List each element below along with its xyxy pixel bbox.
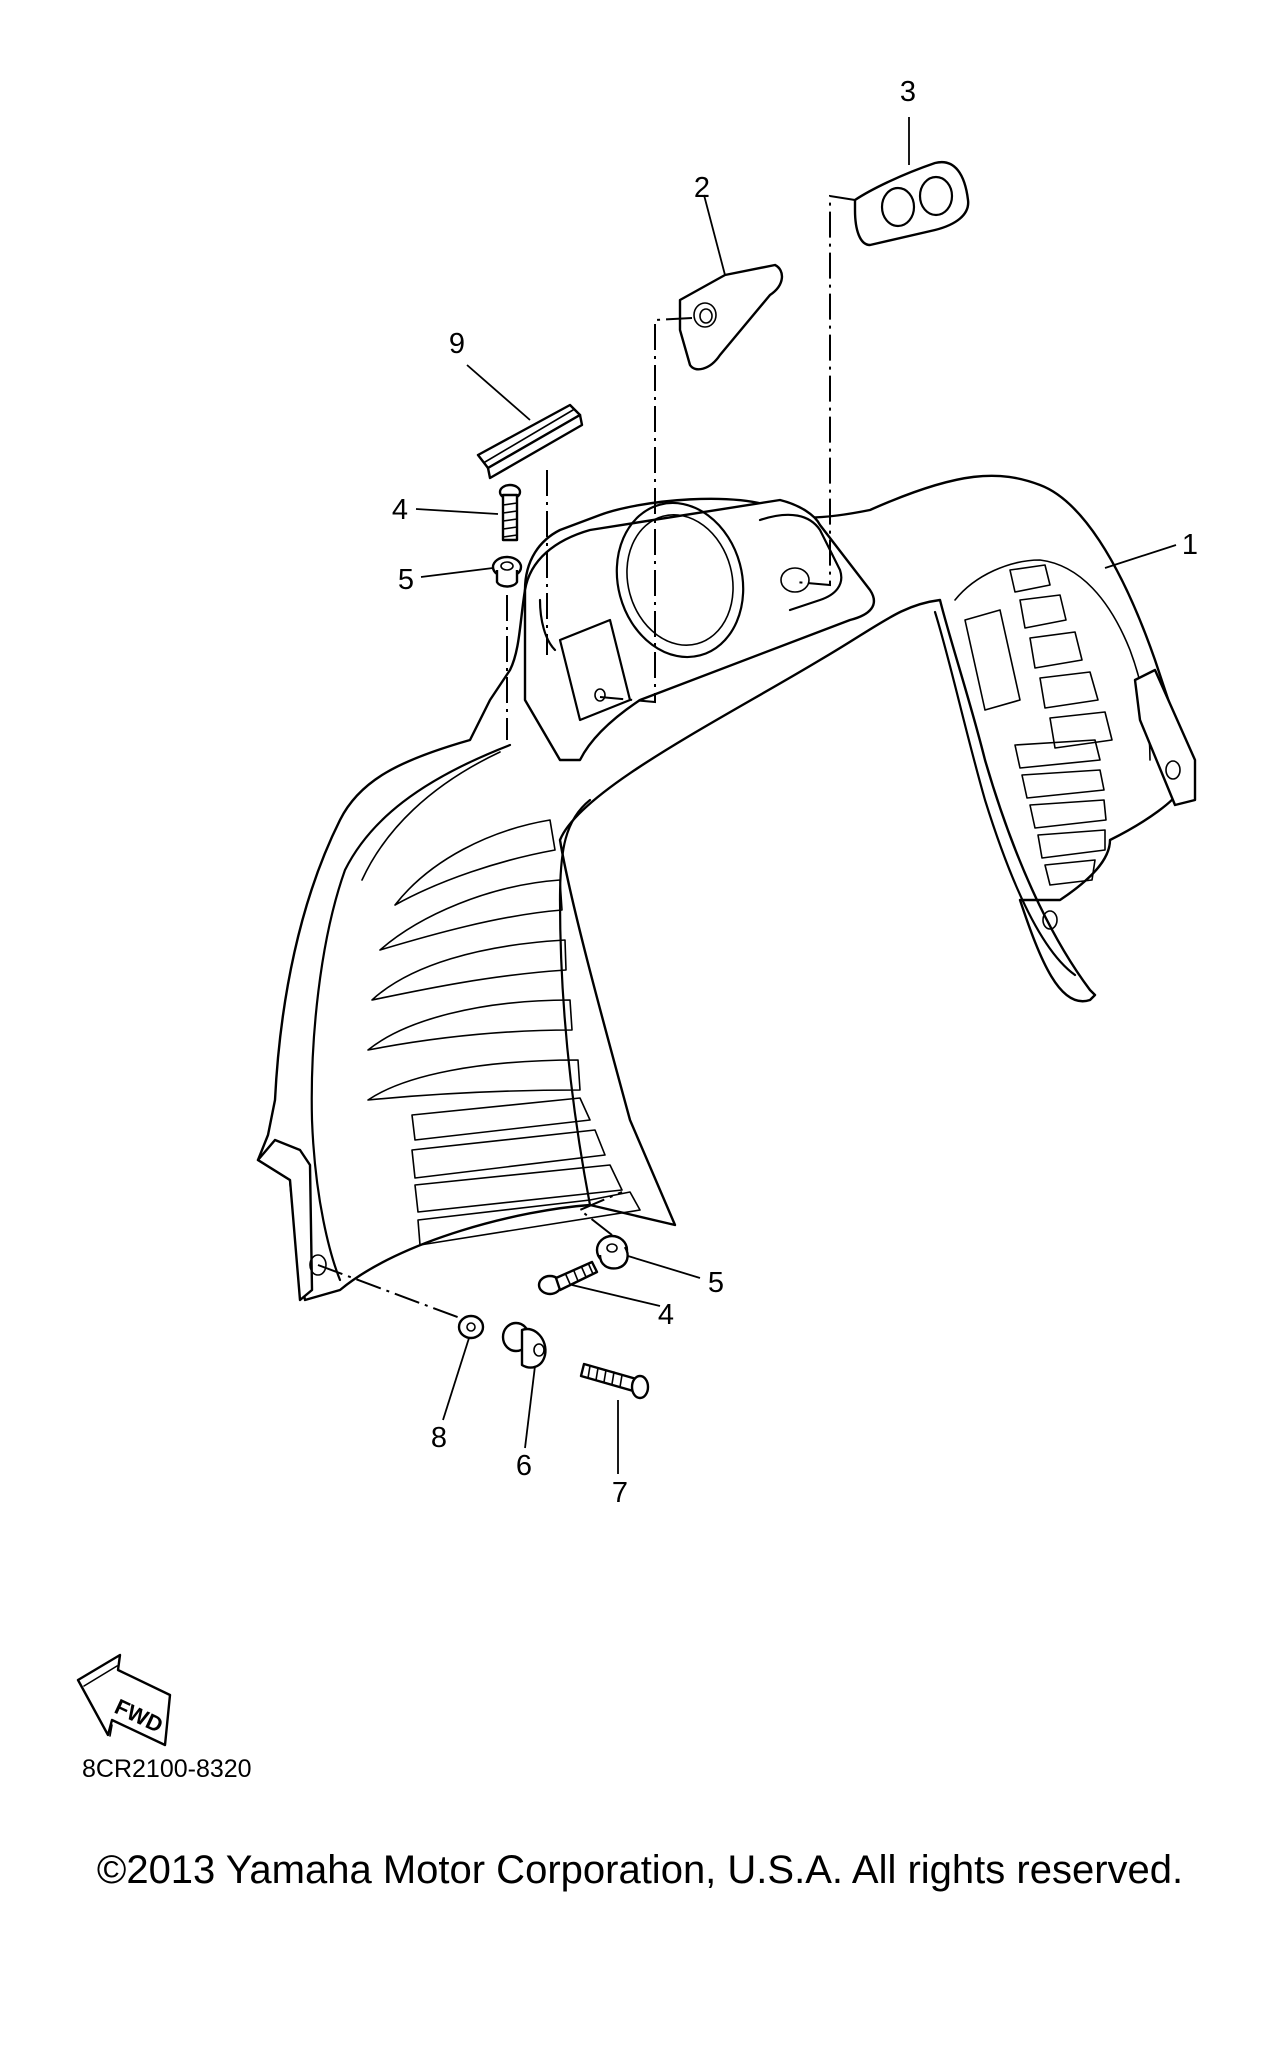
- collar-part-6: [501, 1321, 547, 1369]
- callout-4-top: 4: [392, 494, 408, 526]
- callout-6: 6: [516, 1450, 532, 1482]
- callout-3: 3: [900, 76, 916, 108]
- screw-part-4-top: [498, 483, 522, 542]
- front-panel-part-1: [256, 474, 1197, 1302]
- bracket-part-2: [678, 263, 784, 371]
- leader-lines: [415, 117, 1177, 1474]
- diagram-code: 8CR2100-8320: [82, 1755, 252, 1783]
- screw-part-4-bottom: [537, 1260, 599, 1296]
- grommet-part-5-bottom: [595, 1234, 629, 1270]
- callout-1: 1: [1182, 529, 1198, 561]
- callout-5-bottom: 5: [708, 1267, 724, 1299]
- callout-7: 7: [612, 1477, 628, 1509]
- bolt-part-7: [579, 1362, 650, 1400]
- callout-4-bottom: 4: [658, 1299, 674, 1331]
- assembly-lines: [317, 194, 856, 1319]
- fwd-arrow-icon: FWD: [76, 1653, 172, 1747]
- washer-part-8: [457, 1314, 485, 1340]
- callouts: 1 2 3 9 4 5 5 4 8 6 7: [392, 76, 1198, 1509]
- strip-part-9: [476, 403, 584, 480]
- plate-part-3: [853, 160, 970, 247]
- grommet-part-5-top: [491, 555, 523, 588]
- callout-8: 8: [431, 1422, 447, 1454]
- callout-5-top: 5: [398, 564, 414, 596]
- callout-2: 2: [694, 172, 710, 204]
- copyright-notice: ©2013 Yamaha Motor Corporation, U.S.A. A…: [96, 1848, 1184, 1892]
- callout-9: 9: [449, 328, 465, 360]
